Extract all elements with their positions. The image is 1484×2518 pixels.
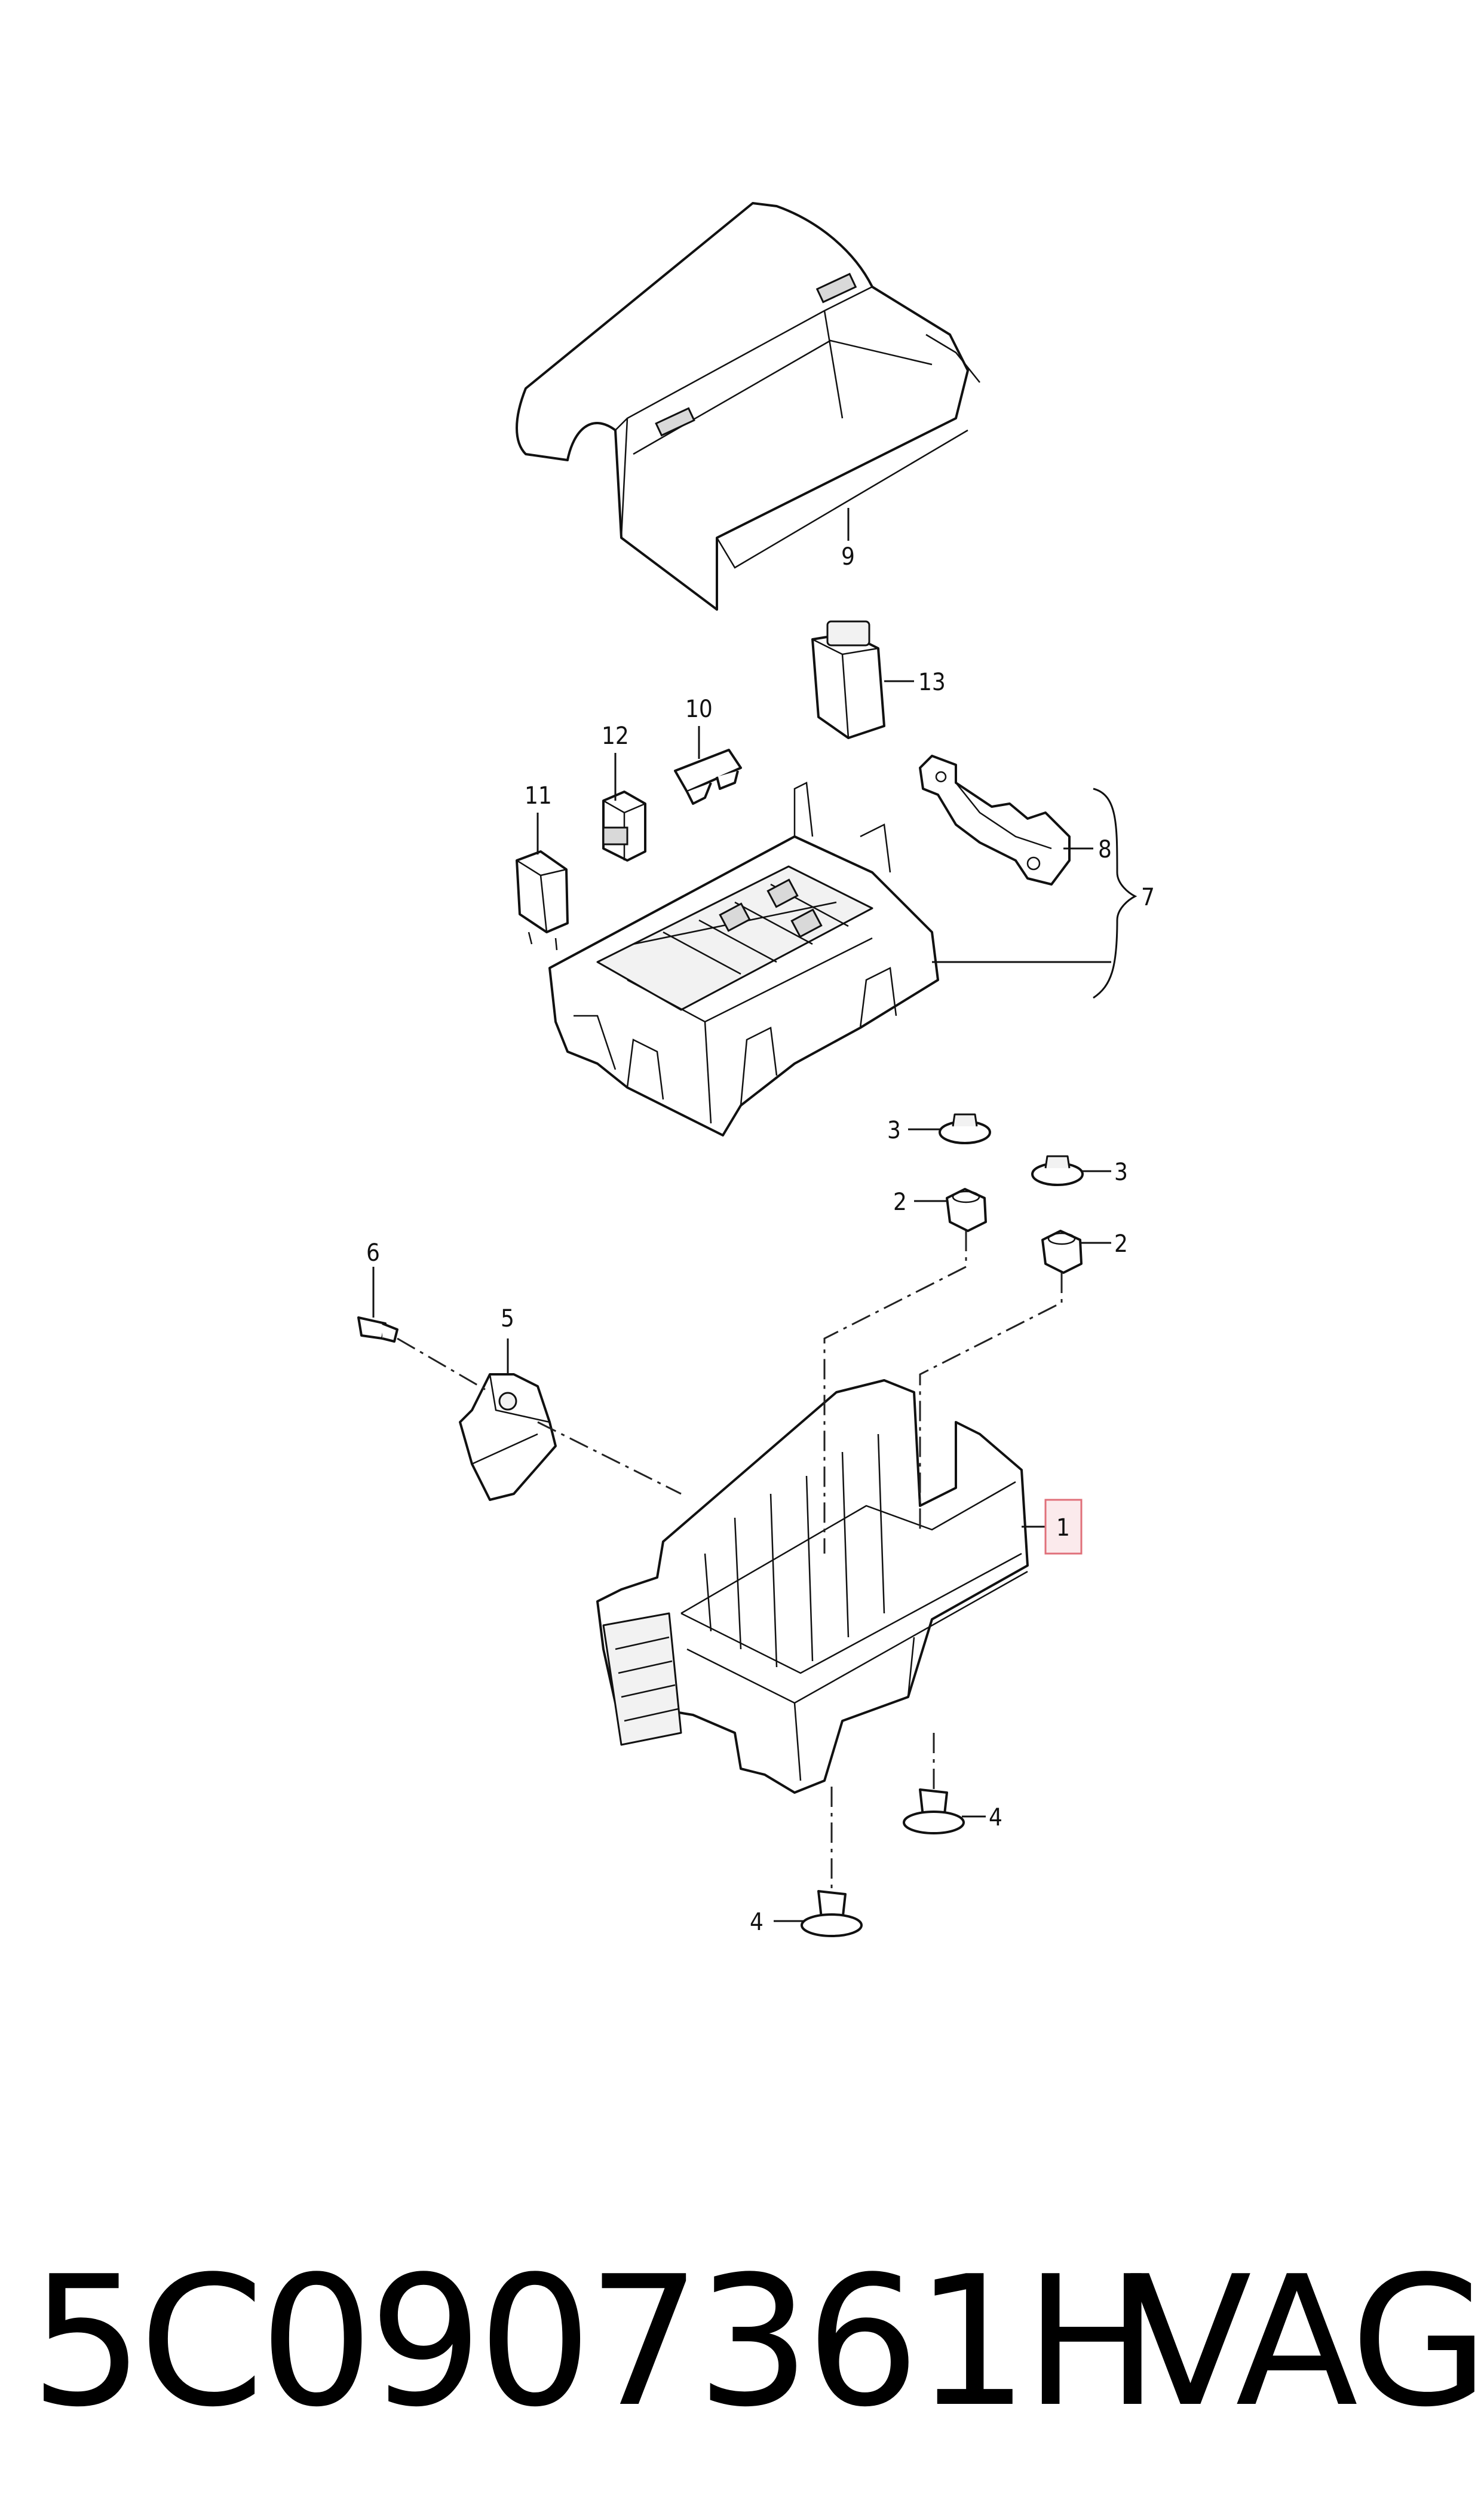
callout-labels: 1 2 2 3 3 4 4 5 6 7 8 9 10 11 12 13 — [366, 543, 1155, 1936]
footer-caption: 5C0907361H VAG — [30, 2217, 1484, 2468]
part-6-screw — [357, 1316, 398, 1343]
callout-3-right: 3 — [1114, 1159, 1128, 1186]
callout-3-left: 3 — [887, 1117, 901, 1144]
part-7-fuse-box-carrier — [548, 782, 939, 1137]
leader-lines — [372, 508, 1137, 1922]
callout-7: 7 — [1141, 884, 1155, 911]
part-3-washer-right — [1031, 1155, 1084, 1186]
part-12-relay — [602, 791, 646, 862]
callout-5: 5 — [501, 1305, 514, 1332]
part-13-maxi-fuse — [811, 620, 885, 739]
callout-11: 11 — [525, 782, 552, 810]
part-10-blade-fuse — [674, 749, 742, 805]
part-11-relay — [516, 850, 569, 951]
callout-8: 8 — [1098, 836, 1112, 863]
callout-2-right: 2 — [1114, 1230, 1128, 1258]
callout-9: 9 — [841, 543, 855, 571]
callout-10: 10 — [685, 696, 713, 723]
part-number: 5C0907361H — [30, 2238, 1159, 2446]
part-8-bus-bar — [919, 755, 1071, 886]
part-5-clip — [459, 1373, 557, 1501]
callout-13: 13 — [918, 669, 946, 696]
callout-4-right: 4 — [989, 1804, 1002, 1831]
callout-6: 6 — [366, 1239, 380, 1267]
callout-1: 1 — [1056, 1514, 1070, 1542]
exploded-parts-diagram: 1 2 2 3 3 4 4 5 6 7 8 9 10 11 12 13 — [357, 202, 1155, 1937]
callout-2-left: 2 — [893, 1188, 907, 1216]
part-3-washer-left — [939, 1113, 991, 1144]
part-2-nut-right — [1041, 1230, 1083, 1274]
callout-1-highlight — [1044, 1499, 1083, 1555]
part-1-lower-housing — [596, 1379, 1029, 1794]
assembly-lines — [397, 1231, 1063, 1891]
part-4-bolt-left — [801, 1890, 863, 1937]
part-9-cover — [516, 202, 980, 611]
brand-name: VAG — [1129, 2238, 1484, 2446]
callout-4-left: 4 — [750, 1909, 764, 1936]
part-4-bolt-right — [903, 1788, 965, 1834]
part-2-nut-left — [946, 1188, 987, 1232]
callout-12: 12 — [602, 722, 629, 750]
